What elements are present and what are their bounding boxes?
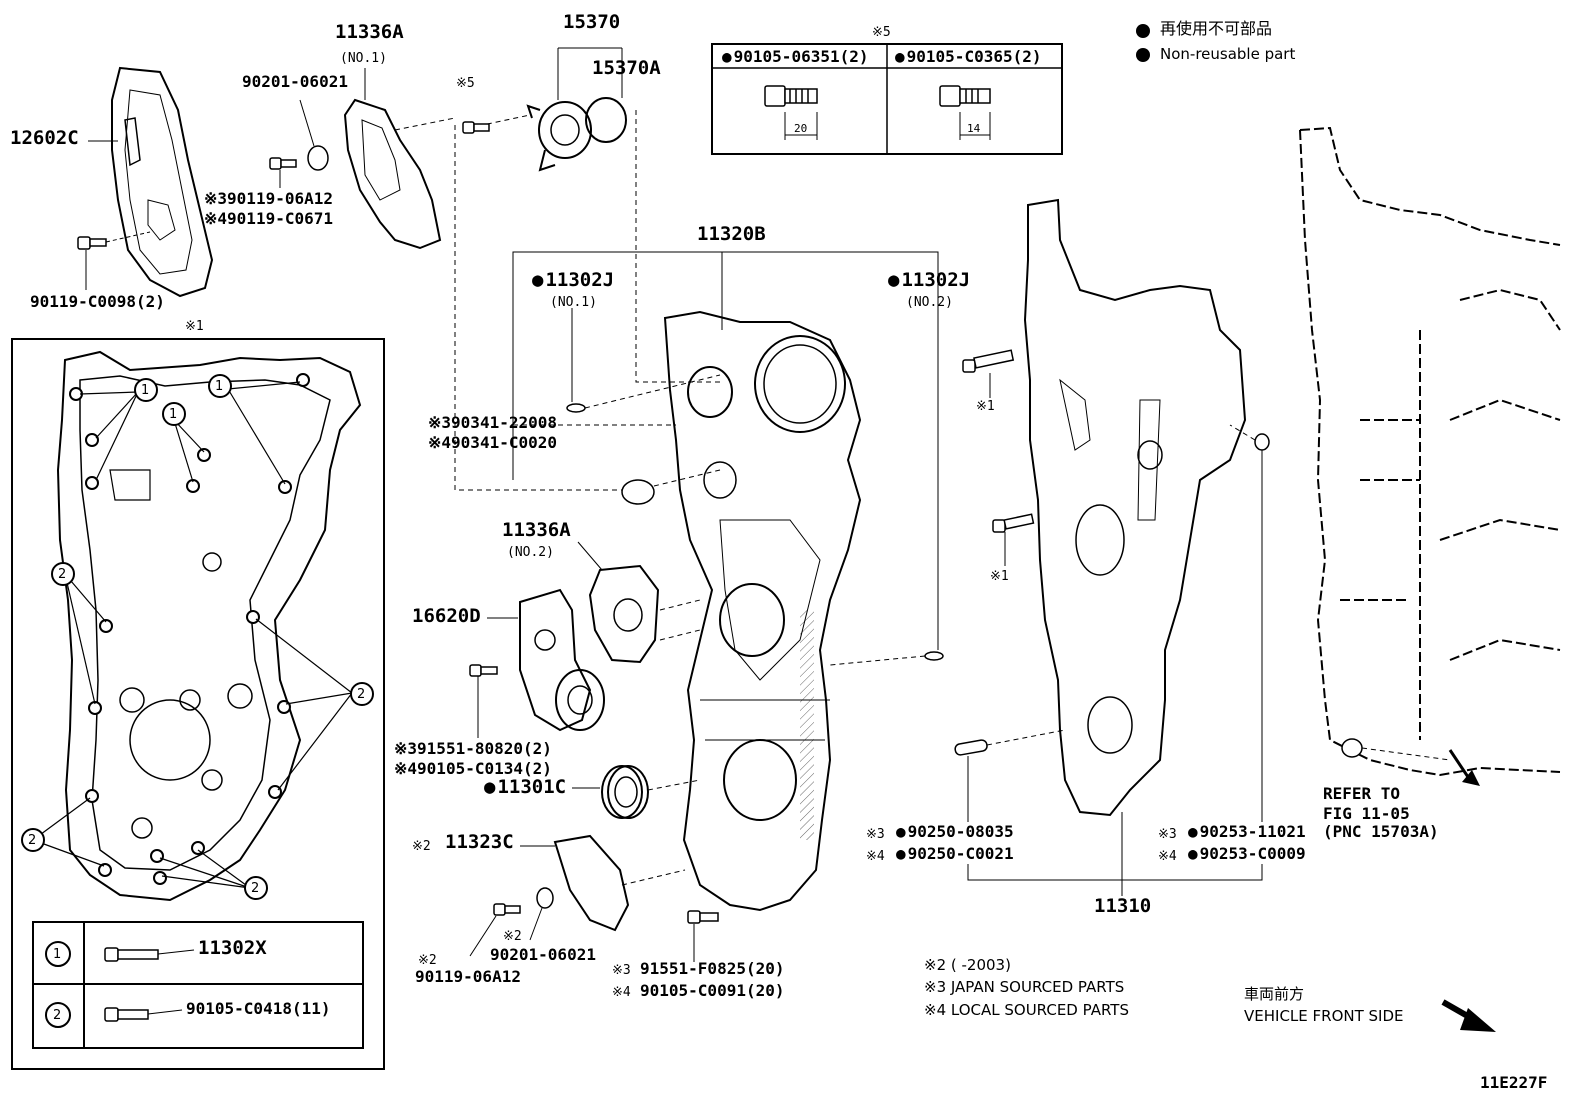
label-91551-f0825-mark: ※3	[612, 963, 631, 978]
label-90119-06a12-b-mark: ※2	[418, 953, 437, 968]
label-90253-c0009: 90253-C0009	[1188, 845, 1306, 862]
label-91551-80820: ※391551-80820(2)	[394, 739, 552, 758]
label-90119-06a12-b: 90119-06A12	[415, 967, 521, 986]
callout-1b: 1	[169, 407, 178, 422]
label-90105-c0091-mark: ※4	[612, 985, 631, 1000]
label-90341-c0020: ※490341-C0020	[428, 433, 557, 452]
refer-line-1: REFER TO	[1323, 784, 1401, 803]
bolt-dim-14: 14	[967, 122, 981, 135]
label-mark1-a: ※1	[976, 399, 995, 414]
label-90250-08035-mark: ※3	[866, 827, 885, 842]
label-mark1-box: ※1	[185, 319, 204, 334]
label-91551-f0825: 91551-F0825(20)	[640, 959, 785, 978]
label-11336a-no2-sub: (NO.2)	[507, 545, 554, 560]
label-11336a-no1: 11336A	[335, 21, 404, 43]
callout-2c: 2	[28, 833, 37, 848]
bolt-icon-20	[764, 85, 818, 140]
tensioner-cover-11336a-no2	[588, 564, 660, 664]
bolt-icon-14	[939, 85, 991, 140]
label-90105-c0091: 90105-C0091(20)	[640, 981, 785, 1000]
bolt-table-frame	[711, 43, 1063, 155]
label-90250-c0021-mark: ※4	[866, 849, 885, 864]
legend-jp: 再使用不可部品	[1160, 19, 1273, 38]
label-11302j-no1-sub: (NO.1)	[550, 295, 597, 310]
vehicle-front-arrow	[1441, 999, 1496, 1032]
label-11323c: 11323C	[445, 831, 514, 853]
label-90119-06a12: ※390119-06A12	[204, 189, 333, 208]
label-11323c-mark: ※2	[412, 839, 431, 854]
table-part-11302x: 11302X	[198, 937, 267, 959]
bolt-dim-20: 20	[794, 122, 808, 135]
legend-dot	[1136, 24, 1150, 38]
note-3: ※3 JAPAN SOURCED PARTS	[924, 978, 1125, 996]
gasket-detail-box	[11, 338, 385, 1070]
label-11302j-no1: 11302J	[532, 271, 614, 290]
idler-15370	[526, 97, 627, 172]
label-15370: 15370	[563, 11, 621, 33]
refer-line-3: (PNC 15703A)	[1323, 822, 1439, 841]
label-90201-b: 90201-06021	[490, 945, 596, 964]
guide-11323c	[553, 834, 630, 932]
front-jp: 車両前方	[1244, 985, 1305, 1003]
tensioner-16620d	[519, 588, 605, 732]
table-num-1: 1	[53, 947, 62, 962]
refer-line-2: FIG 11-05	[1323, 804, 1410, 823]
bolt-table-col2: 90105-C0365(2)	[895, 48, 1042, 65]
timing-cover-12602c	[111, 66, 214, 298]
timing-case-11320b	[663, 310, 862, 912]
label-90119-c0671: ※490119-C0671	[204, 209, 333, 228]
figure-id: 11E227F	[1480, 1073, 1548, 1092]
label-90201-a: 90201-06021	[242, 72, 348, 91]
callout-2b: 2	[357, 687, 366, 702]
label-mark5: ※5	[456, 76, 475, 91]
callout-1c: 1	[215, 379, 224, 394]
label-90253-11021: 90253-11021	[1188, 823, 1306, 840]
label-90250-c0021: 90250-C0021	[896, 845, 1014, 862]
table-num-2: 2	[53, 1008, 62, 1023]
label-11302j-no2-sub: (NO.2)	[906, 295, 953, 310]
callout-2a: 2	[58, 567, 67, 582]
engine-block-outline	[1299, 126, 1561, 777]
bolt-90119-c0098	[77, 236, 107, 250]
callout-2d: 2	[251, 881, 260, 896]
front-en: VEHICLE FRONT SIDE	[1244, 1007, 1404, 1025]
label-12602c: 12602C	[10, 127, 79, 149]
label-90250-08035: 90250-08035	[896, 823, 1014, 840]
label-90201-b-mark: ※2	[503, 929, 522, 944]
label-90119-c0098: 90119-C0098(2)	[30, 292, 165, 311]
label-11301c: 11301C	[484, 778, 566, 797]
label-16620d: 16620D	[412, 605, 481, 627]
note-2: ※2 ( -2003)	[924, 956, 1011, 974]
gasket-outline	[56, 350, 362, 902]
callout-1a: 1	[141, 383, 150, 398]
label-11302j-no2: 11302J	[888, 271, 970, 290]
note-4: ※4 LOCAL SOURCED PARTS	[924, 1001, 1129, 1019]
label-11336a-no1-sub: (NO.1)	[340, 51, 387, 66]
label-11310: 11310	[1094, 895, 1152, 917]
label-90341-22008: ※390341-22008	[428, 413, 557, 432]
timing-cover-11310	[1023, 198, 1247, 817]
label-mark1-b: ※1	[990, 569, 1009, 584]
label-11336a-no2: 11336A	[502, 519, 571, 541]
oil-seal-11301c	[601, 765, 649, 819]
legend-en: Non-reusable part	[1160, 45, 1296, 63]
label-90105-c0134: ※490105-C0134(2)	[394, 759, 552, 778]
label-90253-c0009-mark: ※4	[1158, 849, 1177, 864]
label-15370a: 15370A	[592, 57, 661, 79]
tensioner-cover-11336a-no1	[343, 98, 442, 250]
bolt-table-mark: ※5	[872, 25, 891, 40]
label-90253-11021-mark: ※3	[1158, 827, 1177, 842]
bolt-table-col1: 90105-06351(2)	[722, 48, 869, 65]
label-11320b: 11320B	[697, 223, 766, 245]
gasket-bolt-table	[32, 921, 364, 1049]
table-part-90105-c0418: 90105-C0418(11)	[186, 999, 331, 1018]
